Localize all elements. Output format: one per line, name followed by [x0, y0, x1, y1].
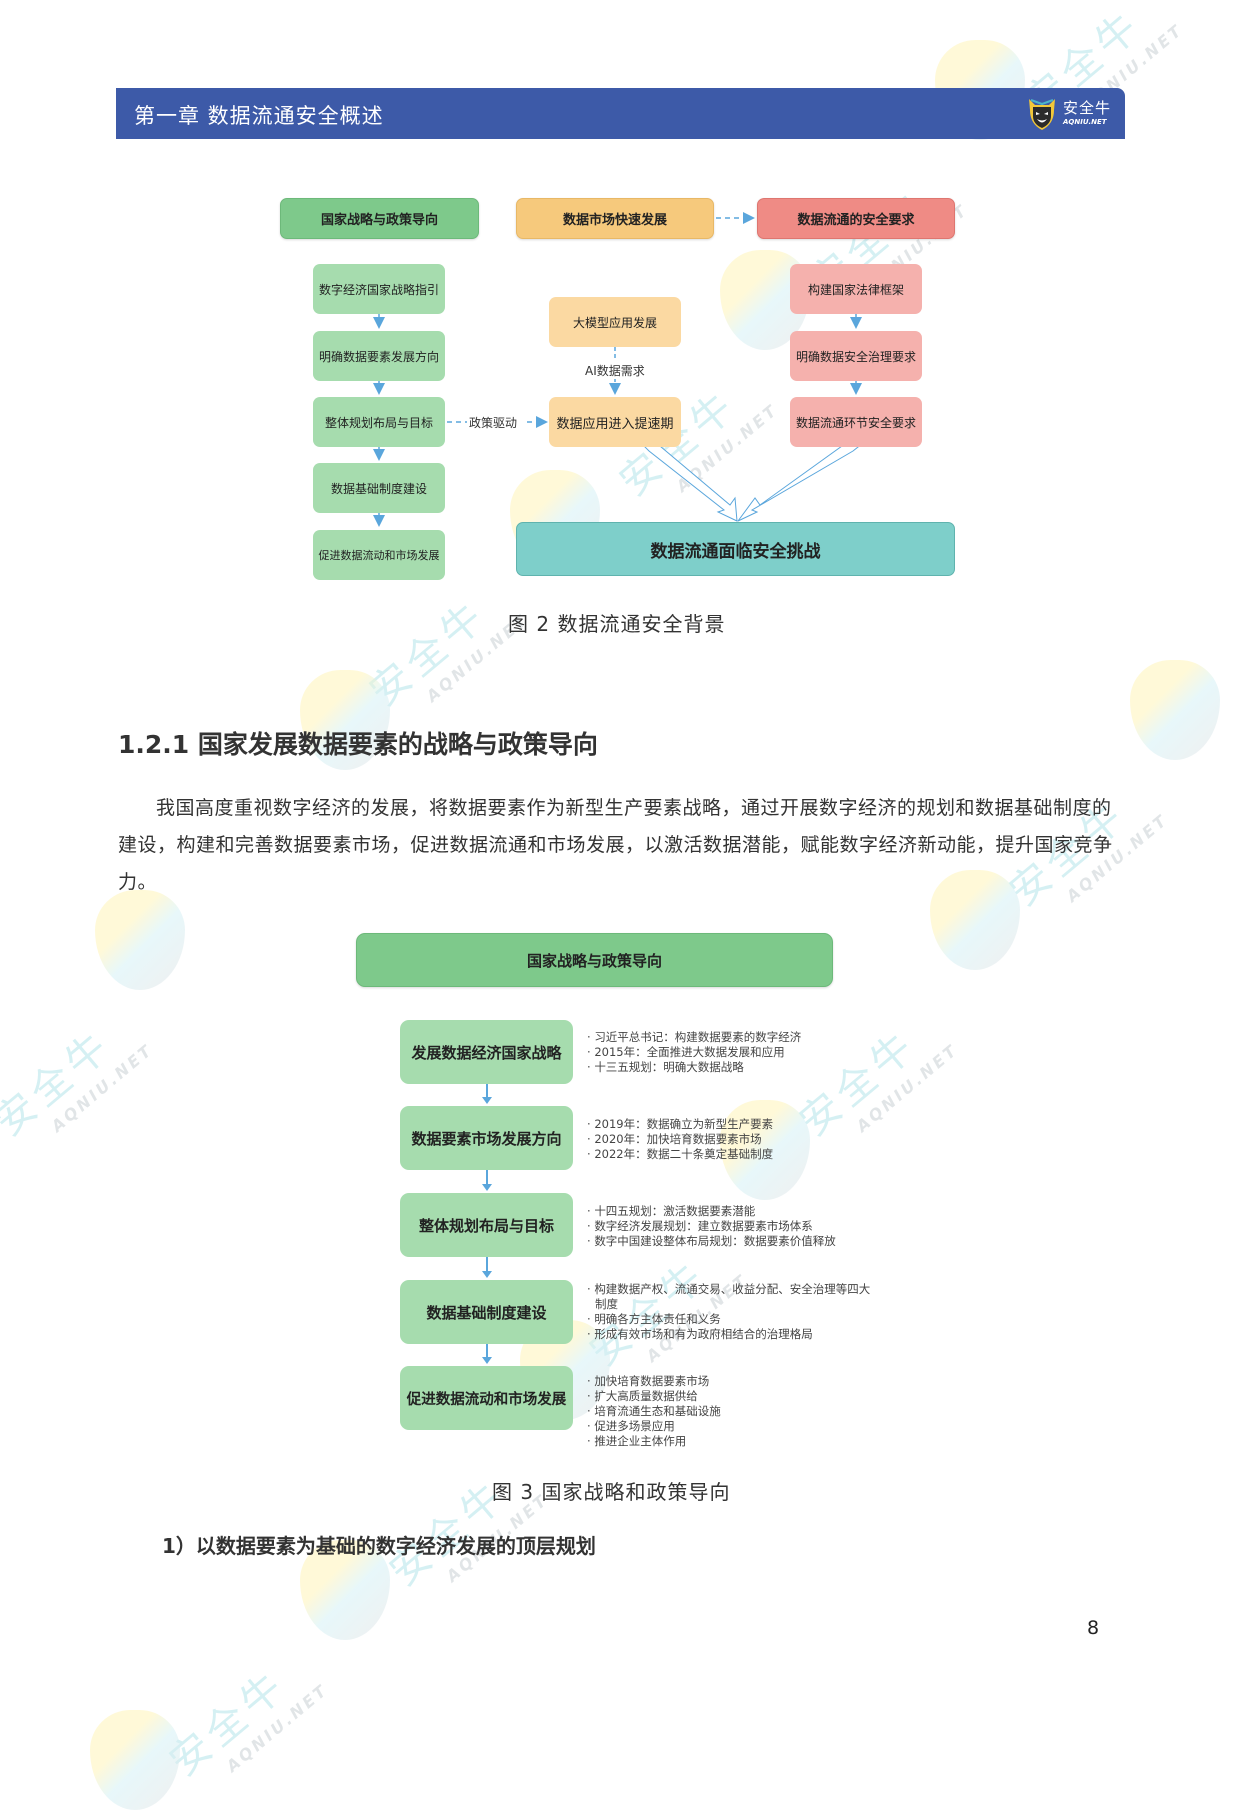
strategy-step: 数据要素市场发展方向	[400, 1106, 573, 1170]
step-bullets: · 构建数据产权、流通交易、收益分配、安全治理等四大制度 · 明确各方主体责任和…	[587, 1282, 872, 1342]
bullet: · 促进多场景应用	[587, 1419, 675, 1433]
step-bullets: · 习近平总书记：构建数据要素的数字经济 · 2015年：全面推进大数据发展和应…	[587, 1030, 877, 1075]
bullet: · 明确各方主体责任和义务	[587, 1312, 721, 1326]
security-challenge-box: 数据流通面临安全挑战	[516, 522, 955, 576]
security-item: 构建国家法律框架	[790, 264, 922, 314]
policy-column-header: 国家战略与政策导向	[280, 198, 479, 239]
figure-2-caption: 图 2 数据流通安全背景	[508, 612, 726, 636]
bullet: · 加快培育数据要素市场	[587, 1374, 710, 1388]
figure-2-connectors	[373, 212, 862, 527]
bullet: · 推进企业主体作用	[587, 1434, 687, 1448]
step-bullets: · 十四五规划：激活数据要素潜能 · 数字经济发展规划：建立数据要素市场体系 ·…	[587, 1204, 877, 1249]
ai-demand-label: AI数据需求	[583, 362, 647, 379]
body-paragraph: 我国高度重视数字经济的发展，将数据要素作为新型生产要素战略，通过开展数字经济的规…	[118, 797, 1113, 893]
section-heading: 1.2.1 国家发展数据要素的战略与政策导向	[118, 730, 598, 759]
bullet: · 扩大高质量数据供给	[587, 1389, 698, 1403]
strategy-step: 整体规划布局与目标	[400, 1193, 573, 1257]
watermark-logo	[1130, 660, 1220, 760]
policy-item: 整体规划布局与目标	[313, 397, 445, 447]
bullet: · 培育流通生态和基础设施	[587, 1404, 721, 1418]
bullet: · 2022年：数据二十条奠定基础制度	[587, 1147, 774, 1161]
bullet: · 形成有效市场和有为政府相结合的治理格局	[587, 1327, 813, 1341]
bullet: · 数字中国建设整体布局规划：数据要素价值释放	[587, 1234, 836, 1248]
figure-3-header: 国家战略与政策导向	[356, 933, 833, 987]
flow-arrow	[482, 1084, 492, 1104]
market-item: 数据应用进入提速期	[549, 397, 681, 447]
bullet: · 数字经济发展规划：建立数据要素市场体系	[587, 1219, 813, 1233]
bullet: · 习近平总书记：构建数据要素的数字经济	[587, 1030, 802, 1044]
security-column-header: 数据流通的安全要求	[757, 198, 955, 239]
policy-item: 数字经济国家战略指引	[313, 264, 445, 314]
market-column-header: 数据市场快速发展	[516, 198, 714, 239]
subsection-heading: 1）以数据要素为基础的数字经济发展的顶层规划	[162, 1534, 596, 1558]
policy-item: 数据基础制度建设	[313, 463, 445, 513]
watermark-logo	[95, 890, 185, 990]
security-item: 明确数据安全治理要求	[790, 331, 922, 381]
watermark-logo	[90, 1710, 180, 1810]
strategy-step: 数据基础制度建设	[400, 1280, 573, 1344]
chapter-title: 第一章 数据流通安全概述	[134, 104, 384, 128]
bullet: · 构建数据产权、流通交易、收益分配、安全治理等四大制度	[587, 1282, 871, 1311]
strategy-step: 促进数据流动和市场发展	[400, 1366, 573, 1430]
policy-item: 促进数据流动和市场发展	[313, 530, 445, 580]
aqniu-logo: 安全牛 AQNIU.NET	[1027, 92, 1111, 135]
figure-3-caption: 图 3 国家战略和政策导向	[492, 1480, 731, 1504]
logo-text-cn: 安全牛	[1062, 99, 1111, 117]
bullet: · 十四五规划：激活数据要素潜能	[587, 1204, 756, 1218]
chapter-header-band: 第一章 数据流通安全概述 安全牛 AQNIU.NET	[116, 88, 1125, 139]
bull-mascot-icon	[1028, 98, 1055, 130]
figure-2-diagram: 国家战略与政策导向 数据市场快速发展 数据流通的安全要求 数字经济国家战略指引 …	[0, 0, 1241, 640]
bullet: · 2019年：数据确立为新型生产要素	[587, 1117, 774, 1131]
flow-arrow	[482, 1344, 492, 1364]
strategy-step: 发展数据经济国家战略	[400, 1020, 573, 1084]
policy-item: 明确数据要素发展方向	[313, 331, 445, 381]
flow-arrow	[482, 1257, 492, 1278]
bullet: · 十三五规划：明确大数据战略	[587, 1060, 744, 1074]
step-bullets: · 加快培育数据要素市场 · 扩大高质量数据供给 · 培育流通生态和基础设施 ·…	[587, 1374, 877, 1449]
bullet: · 2020年：加快培育数据要素市场	[587, 1132, 762, 1146]
policy-drive-label: 政策驱动	[469, 416, 518, 430]
page-number: 8	[1087, 1617, 1100, 1639]
step-bullets: · 2019年：数据确立为新型生产要素 · 2020年：加快培育数据要素市场 ·…	[587, 1117, 877, 1162]
flow-arrow	[482, 1170, 492, 1191]
market-item: 大模型应用发展	[549, 297, 681, 347]
logo-text-en: AQNIU.NET	[1062, 118, 1107, 126]
bullet: · 2015年：全面推进大数据发展和应用	[587, 1045, 785, 1059]
security-item: 数据流通环节安全要求	[790, 397, 922, 447]
